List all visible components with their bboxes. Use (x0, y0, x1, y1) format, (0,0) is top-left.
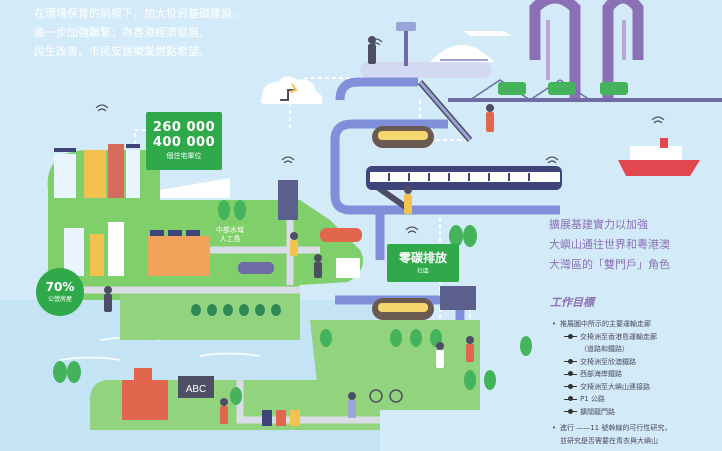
goal-item-text: 西部海岸鐵路 (580, 370, 622, 378)
public-housing-caption: 公營房屋 (47, 296, 72, 303)
goal-item-text: （道路和鐵路） (580, 345, 629, 353)
artificial-island-label-line-1: 中部水域 (216, 226, 244, 234)
abc-board-text: ABC (186, 384, 207, 395)
goal-item-text: 推展圖中所示的主要運輸走廊 (560, 320, 651, 328)
goal-item-text: 交椅洲至香港島運輸走廊 (580, 332, 657, 341)
goal-item-text: 交椅洲至大嶼山連接路 (580, 382, 650, 391)
rail-line-icon (564, 371, 577, 376)
gateway-role-text: 擴展基建實力以加強 大嶼山通往世界和粵港澳 大灣區的「雙門戶」角色 (549, 215, 670, 275)
rail-line-icon (564, 408, 577, 414)
rail-line-icon (564, 333, 577, 339)
artificial-island-label-line-2: 人工島 (219, 235, 241, 243)
goal-item-text: 擴闊龍門路 (580, 407, 615, 416)
zero-carbon-title: 零碳排放 (398, 251, 447, 265)
intro-line-2: 進一步加強聯繫；為香港經濟發展、 (34, 26, 210, 39)
public-housing-percent: 70% (45, 280, 75, 294)
housing-units-min: 260 000 (152, 120, 216, 135)
rail-line-icon (564, 358, 577, 364)
study-item-line-2: 並研究是否需要在青衣與大嶼山 (560, 436, 658, 445)
housing-units-badge: 260 000 400 000 個住宅單位 (146, 112, 222, 170)
gateway-role-line-3: 大灣區的「雙門戶」角色 (549, 258, 670, 271)
intro-line-1: 在環境保育的前提下，加大投資基礎建設， (34, 7, 243, 20)
public-housing-badge: 70% 公營房屋 (36, 268, 84, 316)
goal-item-text: 交椅洲至欣澳鐵路 (580, 357, 636, 366)
housing-units-max: 400 000 (152, 135, 216, 150)
housing-units-caption: 個住宅單位 (166, 152, 202, 160)
rail-line-icon (564, 383, 577, 389)
gateway-role-line-2: 大嶼山通往世界和粵港澳 (549, 238, 670, 251)
intro-line-3: 民生改善、市民安居樂業燃點希望。 (34, 45, 210, 58)
goals-heading: 工作目標 (550, 296, 594, 309)
intro-text: 在環境保育的前提下，加大投資基礎建設， 進一步加強聯繫；為香港經濟發展、 民生改… (34, 4, 243, 61)
study-item-line-1: 進行 ——11 號幹線的可行性研究， (560, 424, 672, 432)
goal-item-text: P1 公路 (580, 395, 605, 403)
rail-line-icon (564, 396, 577, 401)
zero-carbon-badge: 零碳排放 社區 (387, 244, 459, 282)
artificial-island-label: 中部水域 人工島 (216, 226, 244, 244)
gateway-role-line-1: 擴展基建實力以加強 (549, 218, 648, 231)
zero-carbon-caption: 社區 (416, 268, 429, 275)
